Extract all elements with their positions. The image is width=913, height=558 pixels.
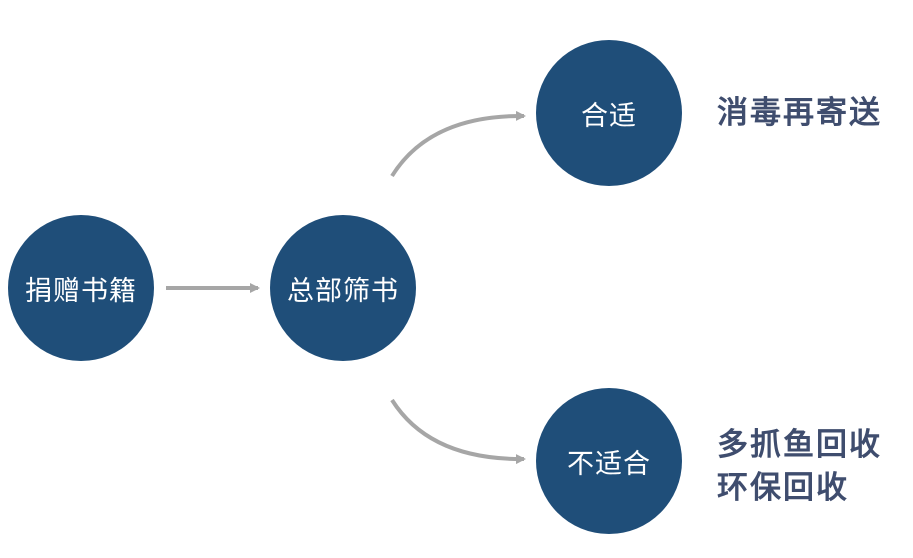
arrow-screen-to-unsuitable — [390, 398, 526, 465]
node-donate-books: 捐赠书籍 — [8, 215, 154, 361]
note-unsuitable-line2: 环保回收 — [717, 470, 849, 506]
node-hq-screening-label: 总部筛书 — [287, 275, 399, 307]
arrow-screen-to-suitable — [390, 110, 526, 178]
node-suitable-label: 合适 — [581, 100, 637, 132]
node-suitable: 合适 — [536, 40, 682, 186]
note-suitable-text: 消毒再寄送 — [717, 95, 882, 131]
note-unsuitable-line1: 多抓鱼回收 — [717, 427, 882, 463]
node-hq-screening: 总部筛书 — [270, 215, 416, 361]
note-unsuitable: 多抓鱼回收 环保回收 — [717, 424, 882, 510]
node-donate-books-label: 捐赠书籍 — [25, 275, 137, 307]
node-unsuitable-label: 不适合 — [567, 448, 651, 480]
node-unsuitable: 不适合 — [536, 388, 682, 534]
note-suitable: 消毒再寄送 — [717, 92, 882, 135]
